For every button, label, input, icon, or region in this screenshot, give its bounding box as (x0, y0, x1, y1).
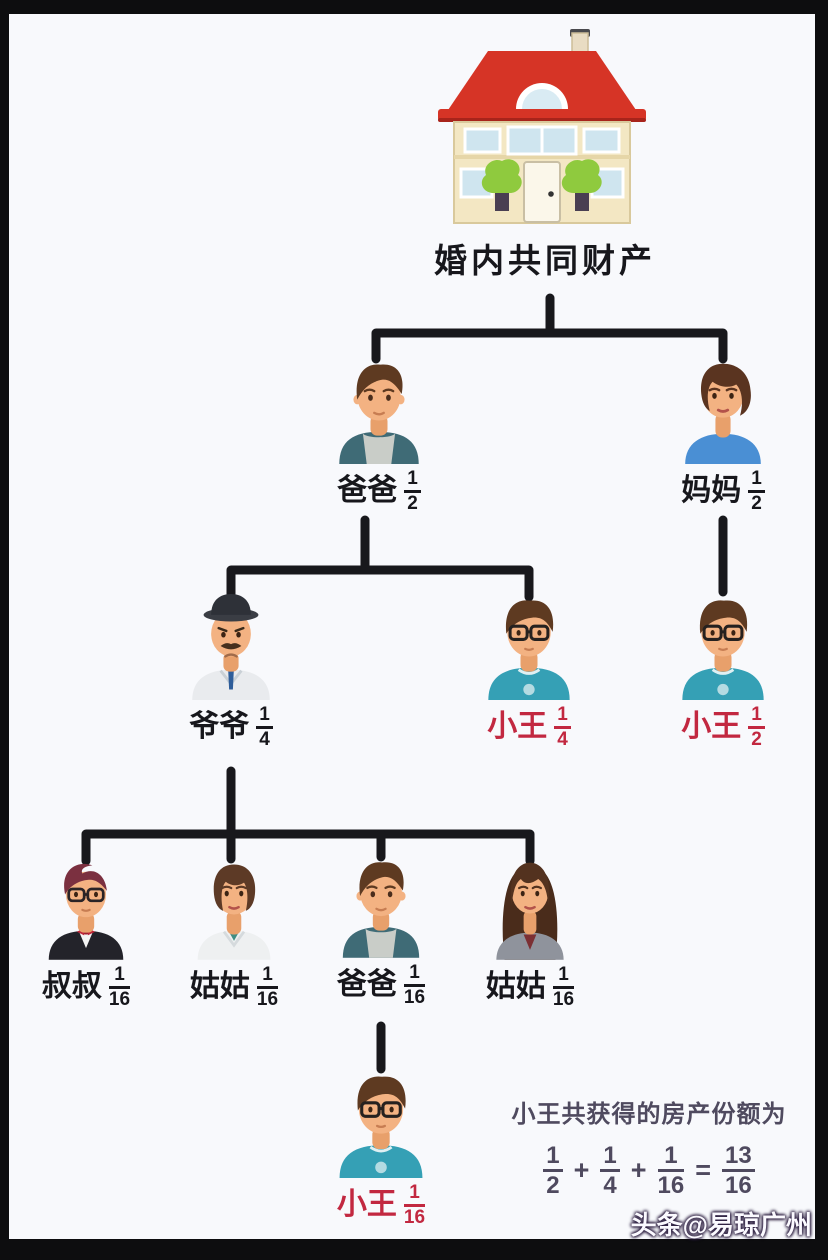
summary-caption: 小王共获得的房产份额为 (511, 1101, 787, 1128)
xiaowang-avatar (477, 594, 581, 700)
equals-sign: = (695, 1155, 712, 1186)
plus-sign: + (630, 1155, 647, 1186)
father-avatar (327, 358, 431, 464)
aunt-long-hair-avatar (480, 858, 580, 960)
mother-avatar (671, 358, 775, 464)
page-title: 婚内共同财产 (434, 242, 656, 279)
grandfather-avatar (179, 594, 283, 700)
xiaowang-avatar (328, 1070, 434, 1178)
watermark: 头条@易琼广州 (630, 1210, 812, 1240)
house-icon (438, 29, 646, 224)
uncle-avatar (36, 858, 136, 960)
xiaowang-avatar (671, 594, 775, 700)
aunt-doctor-avatar (184, 858, 284, 960)
plus-sign: + (573, 1155, 590, 1186)
father-avatar (331, 856, 431, 958)
